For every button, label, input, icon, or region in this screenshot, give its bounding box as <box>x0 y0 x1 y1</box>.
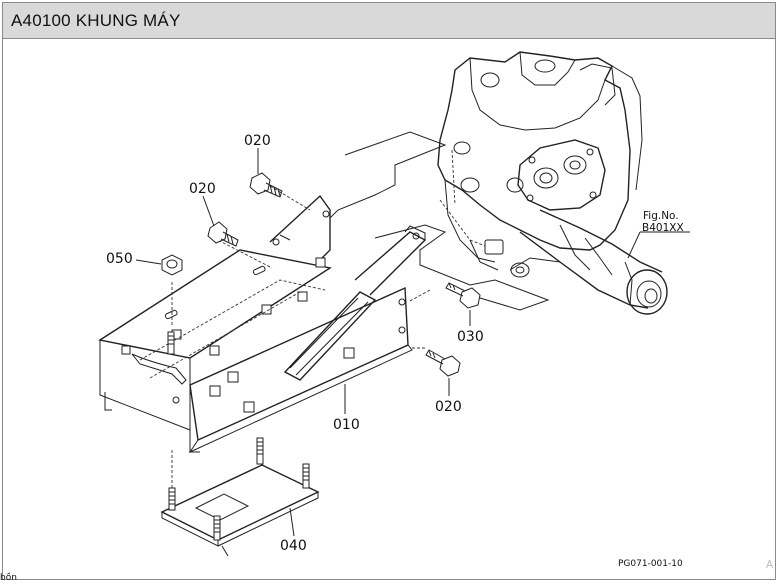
drawing-code: PG071-001-10 <box>618 559 683 569</box>
callout-040: 040 <box>280 538 307 554</box>
callout-020-left: 020 <box>189 181 216 197</box>
stud <box>167 331 175 355</box>
bolt-020-right <box>425 349 461 377</box>
stud <box>302 463 310 489</box>
nut-050 <box>161 254 183 276</box>
callout-020-top: 020 <box>244 133 271 149</box>
bolt-020-top <box>249 172 283 198</box>
callout-020-right: 020 <box>435 399 462 415</box>
stud <box>213 515 221 541</box>
frame-010 <box>98 185 431 490</box>
callout-010: 010 <box>333 417 360 433</box>
callout-050: 050 <box>106 251 133 267</box>
stud <box>256 437 264 465</box>
bolt-020-left <box>207 221 239 247</box>
transmission-housing <box>437 51 668 315</box>
page-title: A40100 KHUNG MÁY <box>11 11 181 30</box>
corner-text-right: A <box>766 559 774 571</box>
bracket-040 <box>160 331 320 557</box>
callout-030: 030 <box>457 329 484 345</box>
stud <box>168 487 176 511</box>
header-bar: A40100 KHUNG MÁY <box>3 3 775 39</box>
gasket-plate <box>329 131 550 311</box>
bolt-030 <box>445 282 481 309</box>
corner-text-left: bồn <box>0 572 17 583</box>
fig-no-number: B401XX <box>642 222 684 234</box>
fig-no-label: Fig.No. <box>643 210 679 222</box>
leader-lines <box>135 148 690 537</box>
